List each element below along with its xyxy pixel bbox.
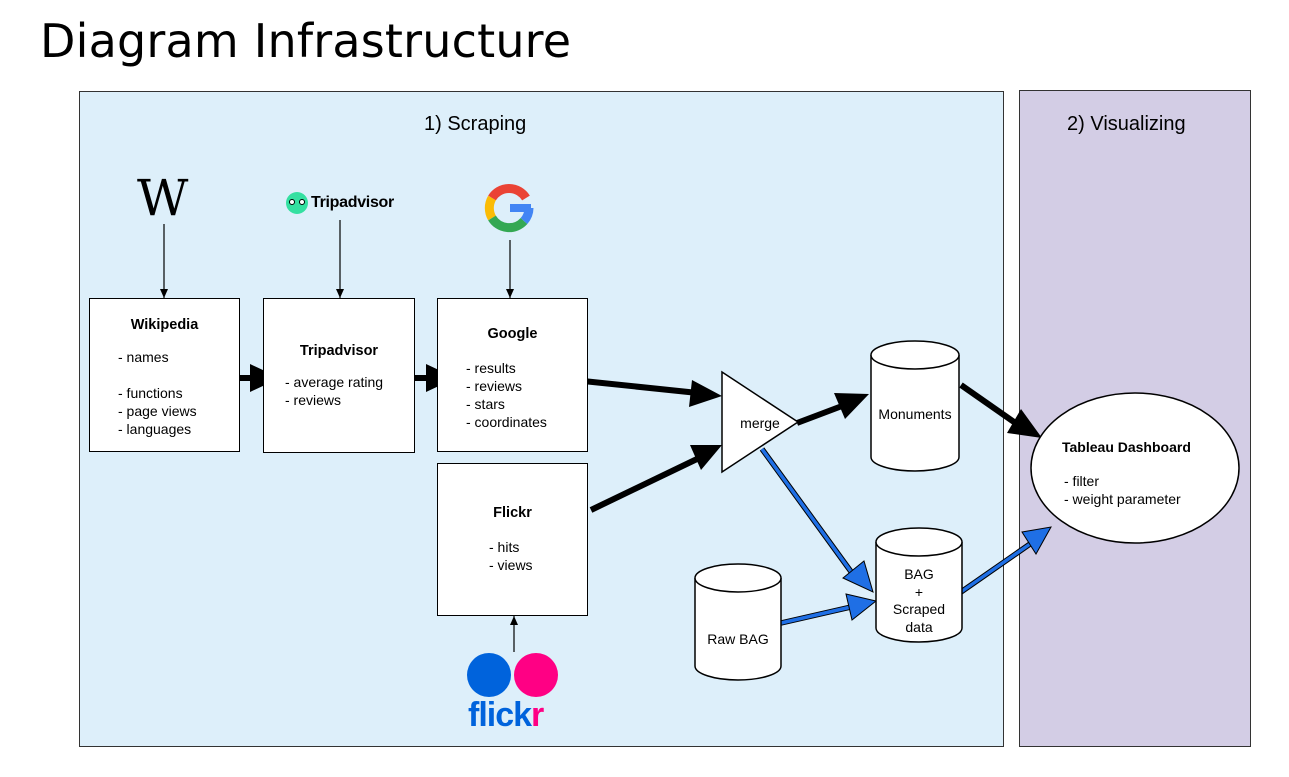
merge-label: merge [740, 415, 780, 431]
tripadvisor-logo-icon: Tripadvisor [286, 192, 394, 214]
merge-triangle [721, 370, 800, 474]
tripadvisor-owl-icon [286, 192, 308, 214]
google-item: - coordinates [466, 414, 547, 430]
tripadvisor-item: - average rating [285, 374, 384, 390]
wikipedia-item: - page views [118, 403, 197, 419]
wikipedia-item: - names [118, 349, 169, 365]
bag-scraped-cylinder [875, 527, 963, 643]
arrow-raw-bag-to-bag-scraped [780, 593, 878, 626]
flickr-box-title: Flickr [493, 505, 532, 521]
bag-scraped-label: BAG + Scraped data [876, 566, 962, 636]
bag-scraped-line: BAG [904, 566, 934, 582]
tripadvisor-box: Tripadvisor - average rating - reviews [263, 298, 415, 453]
bag-scraped-line: data [905, 618, 933, 635]
google-item: - reviews [466, 378, 523, 394]
wikipedia-item [118, 366, 239, 384]
raw-bag-cylinder [694, 563, 782, 681]
flickr-logo-main: flick [468, 696, 532, 734]
dashboard-item: - weight parameter [1064, 491, 1181, 507]
monuments-cylinder [870, 340, 960, 472]
arrow-merge-to-monuments [795, 393, 869, 426]
arrow-monuments-to-dashboard [959, 382, 1042, 438]
dashboard-item: - filter [1064, 473, 1099, 489]
flickr-logo-r: r [531, 696, 544, 734]
dashboard-title: Tableau Dashboard [1062, 439, 1191, 455]
arrow-merge-to-bag-scraped [759, 447, 874, 593]
flickr-logo-text: flickr [468, 696, 544, 734]
google-item: - results [466, 360, 516, 376]
tripadvisor-box-title: Tripadvisor [299, 343, 379, 359]
flickr-pink-dot-icon [514, 653, 558, 697]
wikipedia-item: - languages [118, 421, 192, 437]
flickr-item: - views [489, 557, 533, 573]
dashboard-ellipse [1030, 392, 1240, 544]
flickr-box-list: - hits - views [489, 538, 587, 574]
google-box-title: Google [487, 326, 538, 342]
wikipedia-box: Wikipedia - names - functions - page vie… [89, 298, 240, 452]
dashboard-text: Tableau Dashboard - filter - weight para… [1060, 438, 1220, 508]
arrow-google-to-merge [582, 378, 722, 407]
tripadvisor-box-list: - average rating - reviews [285, 373, 414, 409]
visualizing-label: 2) Visualizing [1067, 113, 1186, 135]
wikipedia-box-title: Wikipedia [130, 317, 199, 333]
flickr-box: Flickr - hits - views [437, 463, 588, 616]
scraping-label: 1) Scraping [424, 113, 527, 135]
wikipedia-box-list: - names - functions - page views - langu… [118, 348, 239, 438]
flickr-blue-dot-icon [467, 653, 511, 697]
bag-scraped-line: + [914, 583, 924, 600]
google-logo-icon [484, 184, 534, 233]
flickr-item: - hits [489, 539, 520, 555]
monuments-label: Monuments [878, 406, 952, 422]
page-title: Diagram Infrastructure [40, 14, 572, 68]
tripadvisor-logo-text: Tripadvisor [311, 194, 394, 211]
wikipedia-item: - functions [118, 385, 183, 401]
arrow-flickr-to-merge [589, 445, 722, 513]
tripadvisor-item: - reviews [285, 392, 342, 408]
bag-scraped-line: Scraped [892, 601, 946, 617]
arrow-bag-scraped-to-dashboard [959, 526, 1052, 595]
raw-bag-label: Raw BAG [707, 631, 769, 647]
google-box-list: - results - reviews - stars - coordinate… [466, 359, 587, 431]
wikipedia-logo-icon: W [137, 169, 189, 227]
google-item: - stars [466, 396, 505, 412]
google-box: Google - results - reviews - stars - coo… [437, 298, 588, 452]
